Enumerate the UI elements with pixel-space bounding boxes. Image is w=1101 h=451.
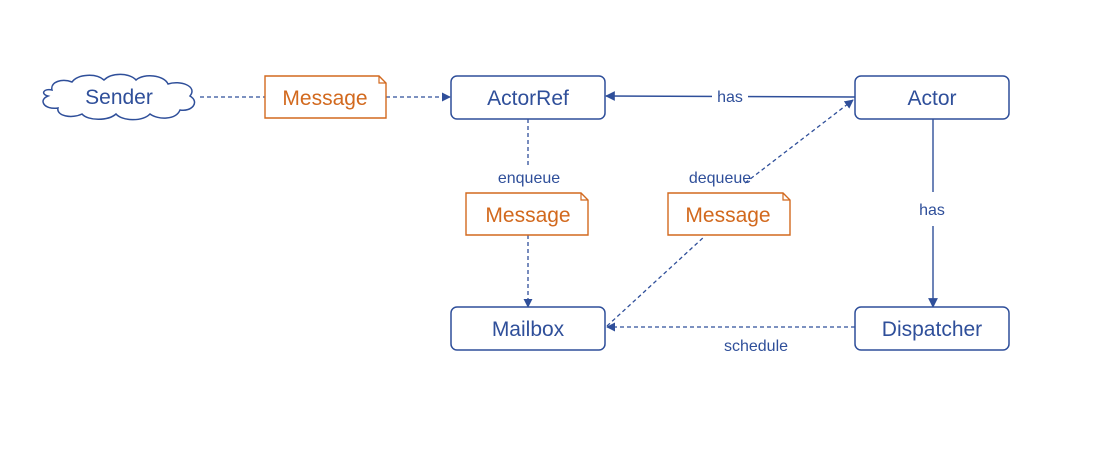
sender-label: Sender	[85, 86, 153, 109]
label-enqueue: enqueue	[498, 170, 560, 187]
message-label: Message	[685, 204, 770, 227]
label-dequeue: dequeue	[689, 170, 751, 187]
sender-cloud-shape	[42, 73, 196, 121]
message-note-fold	[580, 193, 588, 201]
actor-label: Actor	[907, 87, 956, 110]
edge-dequeue-segment-bottom	[606, 235, 706, 327]
node-sender: Sender	[42, 73, 196, 121]
label-has-dispatcher: has	[919, 202, 945, 219]
edge-dequeue-segment-top	[744, 99, 854, 184]
node-actorref: ActorRef	[450, 75, 606, 120]
actorref-label: ActorRef	[487, 87, 569, 110]
message-note-dequeue: Message	[667, 192, 791, 236]
message-note-fold	[782, 193, 790, 201]
node-mailbox: Mailbox	[450, 306, 606, 351]
label-schedule: schedule	[724, 338, 788, 355]
message-note-sender: Message	[264, 75, 387, 119]
message-note-fold	[378, 76, 386, 84]
message-note-shape	[667, 192, 791, 236]
node-dispatcher: Dispatcher	[854, 306, 1010, 351]
message-label: Message	[485, 204, 570, 227]
message-note-enqueue: Message	[465, 192, 589, 236]
message-label: Message	[282, 87, 367, 110]
label-has-actorref: has	[717, 89, 743, 106]
mailbox-label: Mailbox	[492, 318, 565, 341]
dispatcher-label: Dispatcher	[882, 318, 982, 341]
message-note-shape	[264, 75, 387, 119]
node-actor: Actor	[854, 75, 1010, 120]
message-note-shape	[465, 192, 589, 236]
